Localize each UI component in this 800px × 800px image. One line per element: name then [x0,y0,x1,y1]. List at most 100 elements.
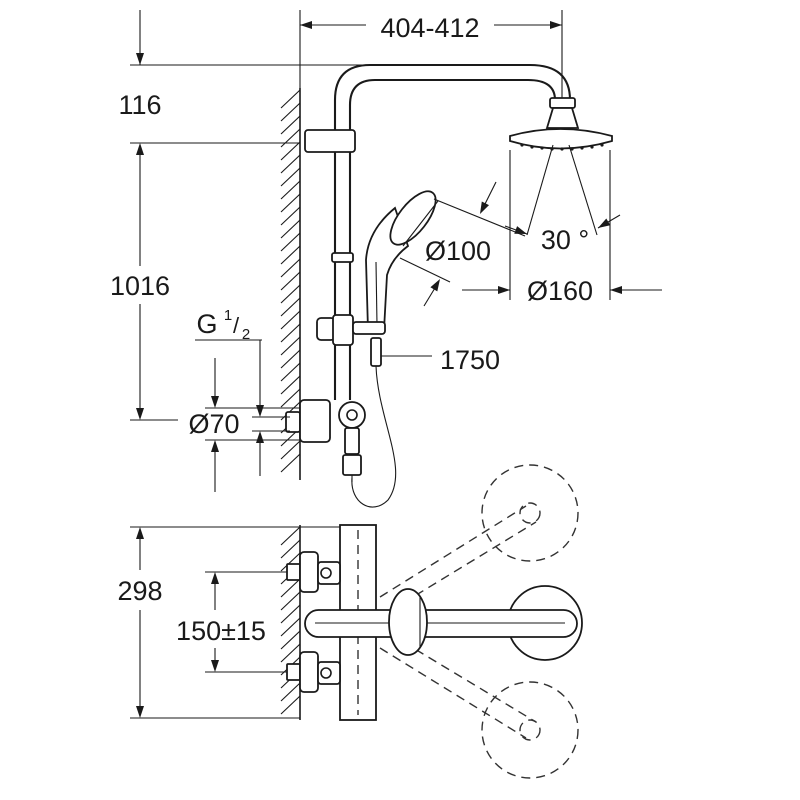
mixer-body-side [299,399,331,443]
hand-shower-head [389,190,437,246]
hose-length-label: 1750 [440,345,500,375]
depth-arrow-up [136,527,144,539]
wall-hatch-line [280,258,301,278]
arm-alt-position-bottom-edge-1 [379,647,527,739]
head-shower-side [509,128,613,150]
nozzle-dot [560,147,564,151]
wall-hatch-line [280,440,301,460]
upper-wall-nut [286,563,301,581]
head-shower-alt-position-top [481,464,579,562]
wall-hatch-line [280,682,301,702]
wall-hatch-line [280,180,301,200]
width-arrow-left [300,21,312,29]
shower-pipe-outer [333,63,572,400]
arm-alt-position-bottom-edge-2 [389,633,537,723]
center-distance-label: 150±15 [176,616,266,646]
wall-hatch-line [280,604,301,624]
wall-hatch-line [280,271,301,291]
arm-alt-position-top-edge-2 [389,521,537,612]
outlet-nut [342,454,362,476]
wall-hatch-line [280,578,301,598]
center-distance-arrow-down [211,660,219,672]
wall-hatch-line [280,539,301,559]
nozzle-dot [590,145,594,149]
wall-hatch-line [280,643,301,663]
wall-hatch-line [280,102,301,122]
wall-hatch-line [280,552,301,572]
upper-eccentric-nut [317,561,341,585]
wall-hatch-line [280,591,301,611]
hand-diameter-arrow-top [480,201,489,214]
lower-eccentric [299,651,319,693]
slider-holder-arm [352,321,386,335]
wall-bracket [304,129,356,153]
lower-eccentric-bore [320,667,332,679]
upper-eccentric-bore [320,567,332,579]
wall-hatch-line [280,219,301,239]
wall-hatch-line [280,206,301,226]
head-shower-diameter-label: Ø160 [527,276,593,306]
thread-numerator: 1 [224,307,232,324]
hose-connector [370,337,382,367]
nozzle-dot [520,143,524,147]
flange-arrow-down [211,396,219,408]
hand-shower-top-view [388,588,428,656]
spray-line-right [568,144,598,236]
wall-hatch-line [280,617,301,637]
spray-angle-arrow-right [598,218,611,228]
wall-hatch-line [280,115,301,135]
thread-letter: G [196,309,217,339]
hand-shower-handle-center-line [375,261,378,326]
wall-hatch-line [280,128,301,148]
wall-hatch-line [280,193,301,213]
lower-eccentric-nut [317,661,341,685]
head-shower-ball-joint [545,107,580,129]
head-shower-alt-center-top [519,502,541,524]
nozzle-dot [580,146,584,150]
top-width-label: 404-412 [380,13,479,43]
nozzle-dot [600,143,604,147]
nozzle-dot [530,145,534,149]
nozzle-dot [540,146,544,150]
wall-hatch-line [280,375,301,395]
upper-eccentric [299,551,319,593]
wall-hatch-line [280,453,301,473]
wall-hatch-line [280,297,301,317]
hand-diameter-extension-top [433,198,526,237]
top-view: 298 150±15 [117,464,583,779]
outlet-thread [344,427,360,455]
center-distance-arrow-up [211,572,219,584]
shower-hose [351,365,397,508]
head-shower-nozzles [520,143,604,151]
mixer-knob-center [346,409,358,421]
head-shower-alt-position-bottom [481,681,579,779]
wall-hatch-line [280,245,301,265]
wall-hatch-line [280,362,301,382]
wall-hatching-top-view [280,526,301,715]
flange-diameter-label: Ø70 [188,409,239,439]
head-diameter-arrow-left [498,286,510,294]
nozzle-dot [570,147,574,151]
wall-hatch-line [280,167,301,187]
wall-hatch-line [280,323,301,343]
spray-angle-label: 30 ° [541,225,589,255]
width-arrow-right [550,21,562,29]
wall-hatch-line [280,630,301,650]
head-shower-nut [549,97,576,109]
depth-label: 298 [117,576,162,606]
wall-hatch-line [280,695,301,715]
head-diameter-arrow-right [610,286,622,294]
arm-height-arrow [136,53,144,65]
flange-arrow-up [211,440,219,452]
arm-alt-position-top-edge-1 [379,505,527,598]
slider-clamp [332,314,354,346]
arm-height-label: 116 [118,90,161,120]
wall-hatch-line [280,284,301,304]
wall-hatch-line [280,349,301,369]
eccentric-union [285,411,301,433]
hand-shower-diameter-label: Ø100 [425,236,491,266]
depth-arrow-down [136,706,144,718]
thread-slash: / [233,313,240,338]
wall-hatch-line [280,336,301,356]
